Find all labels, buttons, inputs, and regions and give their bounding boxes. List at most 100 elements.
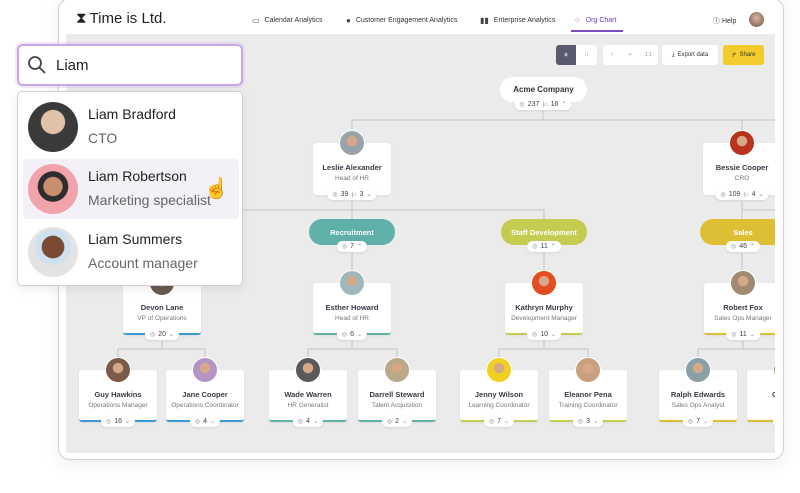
avatar [339,130,365,156]
tab-customer-engagement-analytics[interactable]: ●Customer Engagement Analytics [346,15,458,25]
teams-count: 4 [751,191,756,198]
team-stats[interactable]: ◎11⌃ [527,241,561,252]
person-stats[interactable]: ◎39|⌂3⌄ [327,189,377,200]
share-icon: ↱ [731,52,737,59]
person-name: Leslie Alexander [322,163,382,172]
share-button[interactable]: ↱Share [723,45,764,65]
person-role: Sales Ops Manager [714,315,772,322]
person-stats[interactable]: ◎109|⌂4⌄ [715,189,769,200]
view-toggle: ⚘ ⁞⁞ [556,45,597,65]
team-node[interactable]: Staff Development [501,219,587,245]
teams-count: 3 [359,191,364,198]
avatar [685,357,711,383]
person-stats[interactable]: ◎4⌄ [292,416,324,427]
bar-chart-icon: ▮▮ [480,15,489,25]
person-name: Ralph Edwards [670,390,726,399]
avatar [486,357,512,383]
zoom-in-button[interactable]: + [610,52,614,58]
people-icon: ◎ [297,419,304,425]
people-icon: ◎ [731,332,737,338]
people-icon: ◎ [519,102,525,108]
root-stats[interactable]: ◎237|⌂16⌃ [514,99,572,110]
person-name: Eleanor Pena [564,390,612,399]
person-stats[interactable]: ◎⌄ [772,416,775,427]
person-stats[interactable]: ◎3⌄ [572,416,604,427]
chevron-up-icon: ⌃ [550,244,556,250]
export-data-button[interactable]: ⤓Export data [662,45,718,65]
avatar [575,357,601,383]
tab-org-chart[interactable]: ⁘Org Chart [574,15,617,25]
people-icon: ◎ [105,419,112,425]
person-stats[interactable]: ◎10⌄ [526,329,562,340]
chevron-down-icon: ⌄ [551,332,557,338]
person-role: Sales [747,402,775,409]
tab-enterprise-analytics[interactable]: ▮▮Enterprise Analytics [480,15,556,25]
people-icon: ◎ [332,192,338,198]
person-role: Operations Manager [88,402,148,409]
avatar [105,357,131,383]
person-name: Jenny Wilson [474,390,524,399]
people-count: 109 [728,191,741,198]
person-stats[interactable]: ◎6⌄ [336,329,368,340]
reset-zoom-button[interactable]: 1:1 [645,52,652,58]
people-count: 4 [306,418,311,425]
people-icon: ◎ [577,419,584,425]
chevron-up-icon: ⌃ [750,244,756,250]
team-node[interactable]: Recruitment [309,219,395,245]
people-icon: ◎ [194,419,201,425]
teams-icon: |⌂ [743,191,749,198]
root-node[interactable]: Acme Company [500,77,587,102]
people-count: 6 [350,331,355,338]
chevron-up-icon: ⌃ [561,102,567,108]
person-stats[interactable]: ◎2⌄ [381,416,413,427]
people-icon: ◎ [730,244,737,250]
people-icon: ◎ [531,332,538,338]
avatar [192,357,218,383]
people-count: 7 [350,243,355,250]
zoom-out-button[interactable]: − [628,52,632,58]
person-role: Development Manager [511,315,577,322]
search-icon [28,56,46,74]
person-card[interactable]: CameroSales [747,370,775,422]
teams-icon: |⌂ [351,191,357,198]
person-stats[interactable]: ◎7⌄ [483,416,515,427]
chevron-down-icon: ⌄ [749,332,755,338]
logo[interactable]: ⧗Time is Ltd. [76,10,167,27]
person-stats[interactable]: ◎4⌄ [189,416,221,427]
people-icon: ◎ [720,192,726,198]
user-avatar[interactable] [749,12,764,27]
people-icon: ◎ [341,244,348,250]
person-name: Camero [747,390,775,399]
person-role: VP of Operations [137,315,187,322]
person-stats[interactable]: ◎7⌄ [682,416,714,427]
team-stats[interactable]: ◎46⌃ [725,241,761,252]
person-name: Robert Fox [723,303,763,312]
people-count: 2 [395,418,400,425]
org-chart-canvas[interactable]: ⚘ ⁞⁞ + − 1:1 ⤓Export data ↱Share Acme Co… [66,34,775,453]
people-count: 7 [696,418,701,425]
team-node[interactable]: Sales [700,219,775,245]
tree-view-button[interactable]: ⚘ [556,45,576,65]
help-icon: ⓘ [713,18,722,25]
person-name: Kathryn Murphy [515,303,573,312]
top-nav: ⧗Time is Ltd. ▭Calendar Analytics ●Custo… [59,0,783,33]
tab-calendar-analytics[interactable]: ▭Calendar Analytics [252,15,323,25]
person-stats[interactable]: ◎20⌄ [144,329,180,340]
person-stats[interactable]: ◎11⌄ [726,329,760,340]
grid-view-button[interactable]: ⁞⁞ [584,52,589,58]
search-input[interactable]: Liam [17,44,243,86]
avatar [384,357,410,383]
people-icon: ◎ [149,332,156,338]
calendar-icon: ▭ [252,15,260,25]
person-role: Training Coordinator [558,402,618,409]
people-count: 16 [114,418,123,425]
help-button[interactable]: ⓘ Help [713,18,737,25]
chevron-down-icon: ⌄ [366,192,372,198]
team-stats[interactable]: ◎7⌃ [336,241,368,252]
person-role: CRO [734,175,750,182]
person-stats[interactable]: ◎16⌄ [100,416,136,427]
